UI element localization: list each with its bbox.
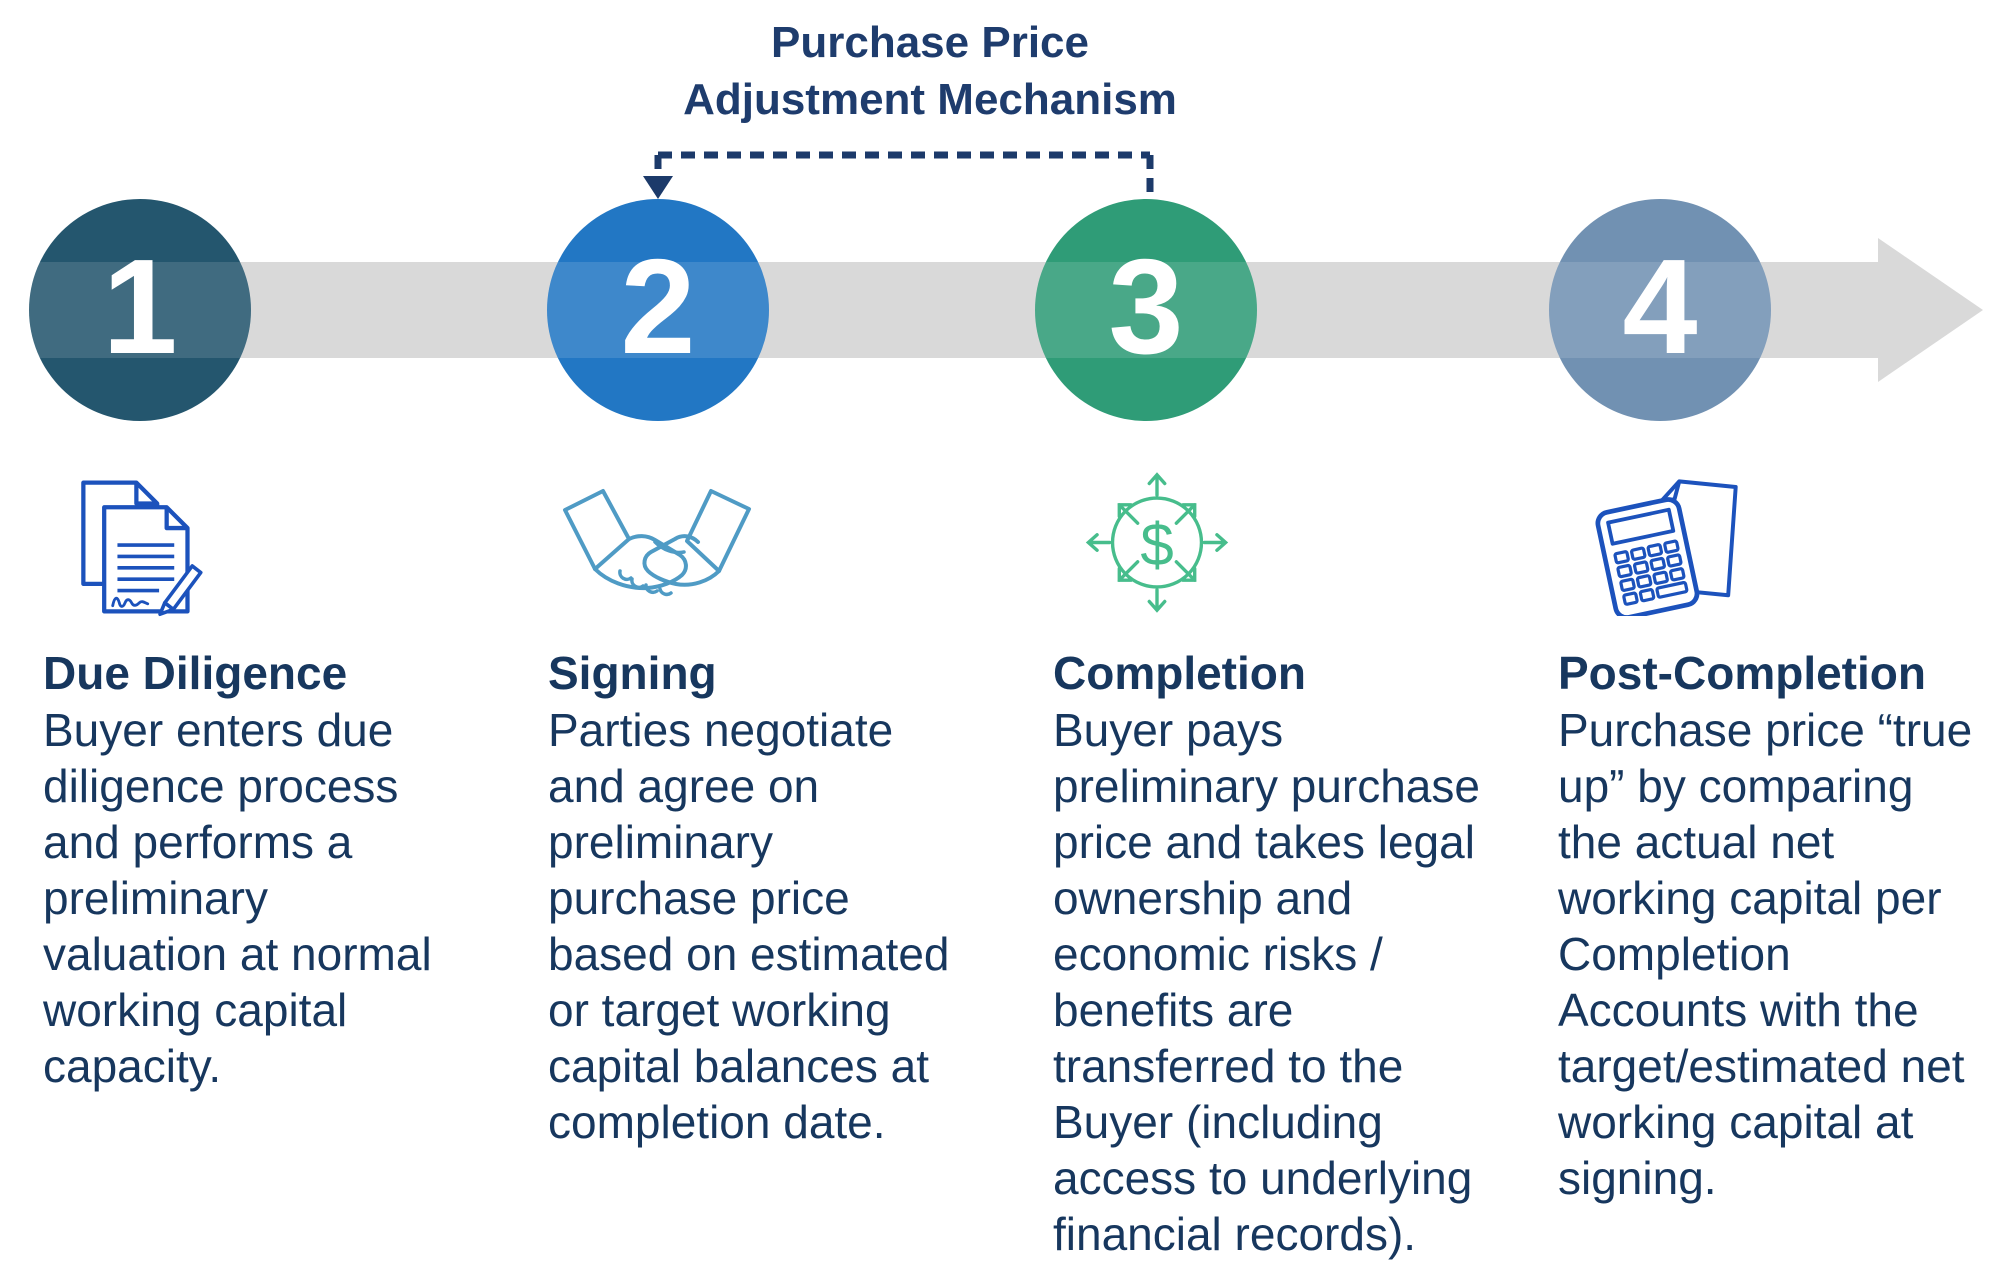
step-2-heading: Signing — [548, 647, 717, 699]
step-4-text-block: Post-Completion Purchase price “true up”… — [1558, 645, 2000, 1206]
step-3-icon: $ — [1065, 470, 1249, 620]
diagram-title: Purchase Price Adjustment Mechanism — [530, 14, 1330, 128]
step-2-description: Parties negotiate and agree on prelimina… — [548, 704, 950, 1148]
step-1-heading: Due Diligence — [43, 647, 348, 699]
step-3-heading: Completion — [1053, 647, 1306, 699]
documents-pen-icon — [81, 480, 203, 617]
connector-dashed-line — [654, 151, 1154, 197]
step-2-icon — [557, 484, 757, 609]
step-1-text-block: Due Diligence Buyer enters due diligence… — [43, 645, 543, 1094]
step-4-heading: Post-Completion — [1558, 647, 1926, 699]
diagram-title-line2: Adjustment Mechanism — [683, 75, 1177, 124]
step-circle-4: 4 — [1549, 199, 1771, 421]
step-4-icon — [1587, 470, 1747, 621]
step-number-1: 1 — [102, 230, 178, 382]
step-circle-2: 2 — [547, 199, 769, 421]
diagram-title-line1: Purchase Price — [771, 18, 1089, 67]
step-number-4: 4 — [1622, 230, 1698, 382]
connector-arrowhead-icon — [643, 176, 673, 199]
step-2-text-block: Signing Parties negotiate and agree on p… — [548, 645, 1048, 1150]
step-1-description: Buyer enters due diligence process and p… — [43, 704, 432, 1092]
step-number-2: 2 — [620, 230, 696, 382]
step-number-3: 3 — [1108, 230, 1184, 382]
calculator-paper-icon — [1595, 479, 1738, 620]
step-4-description: Purchase price “true up” by comparing th… — [1558, 704, 1973, 1204]
dollar-sign-glyph: $ — [1140, 511, 1173, 578]
dollar-distribution-icon: $ — [1085, 472, 1229, 613]
step-circle-1: 1 — [29, 199, 251, 421]
timeline-arrow-shape — [45, 238, 1983, 382]
step-3-text-block: Completion Buyer pays preliminary purcha… — [1053, 645, 1553, 1262]
step-circle-3: 3 — [1035, 199, 1257, 421]
step-3-description: Buyer pays preliminary purchase price an… — [1053, 704, 1480, 1260]
step-1-icon — [67, 476, 219, 623]
handshake-icon — [563, 489, 751, 597]
